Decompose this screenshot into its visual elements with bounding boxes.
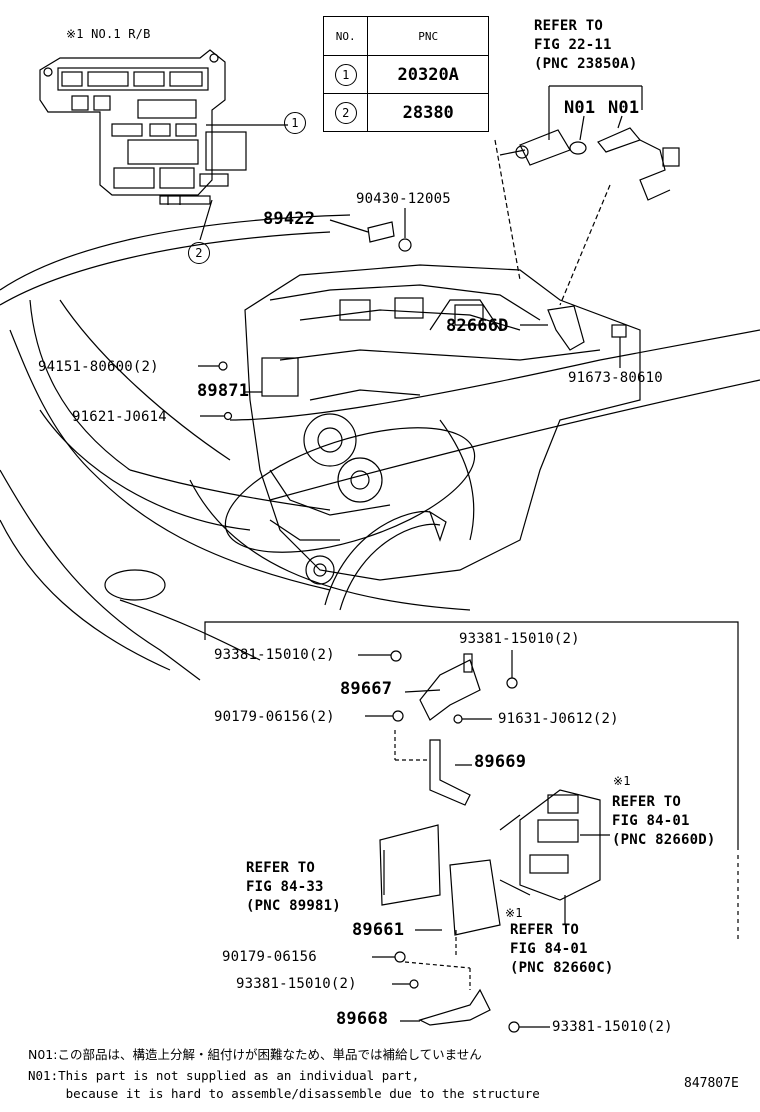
refer-r3-mark: ※1	[505, 906, 523, 920]
pnc-table: NO. PNC 1 20320A 2 28380	[322, 16, 489, 132]
part-93381-15010-a: 93381-15010(2)	[214, 647, 335, 663]
ecu-parts-drawing	[358, 650, 610, 1033]
refer-r1-line2: FIG 84-01	[612, 813, 690, 829]
refer-r1-mark: ※1	[613, 774, 631, 788]
relay-block-drawing	[39, 49, 288, 241]
part-91621-j0614: 91621-J0614	[72, 409, 167, 425]
note-english-line1: N01:This part is not supplied as an indi…	[28, 1068, 420, 1083]
refer-r1-line3: (PNC 82660D)	[612, 832, 716, 848]
part-89669: 89669	[474, 752, 527, 772]
refer-r3-line2: FIG 84-01	[510, 941, 588, 957]
sensor-assembly-drawing	[494, 85, 680, 306]
pnc-row-2-no: 2	[322, 93, 369, 132]
note-japanese: N01:この部品は、構造上分解・組付けが困難なため、単品では補給していません	[28, 1047, 482, 1062]
pnc-table-header-no: NO.	[322, 16, 369, 56]
part-89661: 89661	[352, 920, 405, 940]
part-82666d: 82666D	[446, 316, 509, 336]
harness-drawing	[224, 427, 476, 611]
part-89871: 89871	[197, 381, 250, 401]
refer-r3-line1: REFER TO	[510, 922, 580, 938]
refer-top-line3: (PNC 23850A)	[534, 56, 638, 72]
callout-1: 1	[284, 112, 306, 134]
part-89668: 89668	[336, 1009, 389, 1029]
pnc-row-1-no: 1	[322, 55, 369, 94]
refer-top-line2: FIG 22-11	[534, 37, 612, 53]
part-89667: 89667	[340, 679, 393, 699]
refer-r2-line3: (PNC 89981)	[246, 898, 341, 914]
pnc-row-1-pnc: 20320A	[367, 55, 489, 94]
part-91631-j0612: 91631-J0612(2)	[498, 711, 619, 727]
relay-block-title: ※1 NO.1 R/B	[66, 27, 151, 41]
part-90179-06156-2: 90179-06156(2)	[214, 709, 335, 725]
callout-2: 2	[188, 242, 210, 264]
part-93381-15010-d: 93381-15010(2)	[552, 1019, 673, 1035]
refer-r2-line2: FIG 84-33	[246, 879, 324, 895]
part-91673-80610: 91673-80610	[568, 370, 663, 386]
pnc-table-header-pnc: PNC	[367, 16, 489, 56]
refer-r3-line3: (PNC 82660C)	[510, 960, 614, 976]
refer-r1-line1: REFER TO	[612, 794, 682, 810]
part-90430-12005: 90430-12005	[356, 191, 451, 207]
figure-code: 847807E	[684, 1076, 739, 1091]
n01-label-a: N01	[564, 98, 596, 118]
note-english-line2: because it is hard to assemble/disassemb…	[28, 1086, 540, 1101]
part-89422: 89422	[263, 209, 316, 229]
vehicle-body-drawing	[0, 214, 760, 681]
refer-top-line1: REFER TO	[534, 18, 604, 34]
part-94151-80600: 94151-80600(2)	[38, 359, 159, 375]
engine-drawing	[244, 264, 641, 585]
part-90179-06156: 90179-06156	[222, 949, 317, 965]
pnc-row-2-pnc: 28380	[367, 93, 489, 132]
part-93381-15010-b: 93381-15010(2)	[459, 631, 580, 647]
part-93381-15010-c: 93381-15010(2)	[236, 976, 357, 992]
refer-r2-line1: REFER TO	[246, 860, 316, 876]
ecu-detail-frame	[204, 621, 739, 940]
engine-parts-drawing	[198, 208, 627, 421]
n01-label-b: N01	[608, 98, 640, 118]
